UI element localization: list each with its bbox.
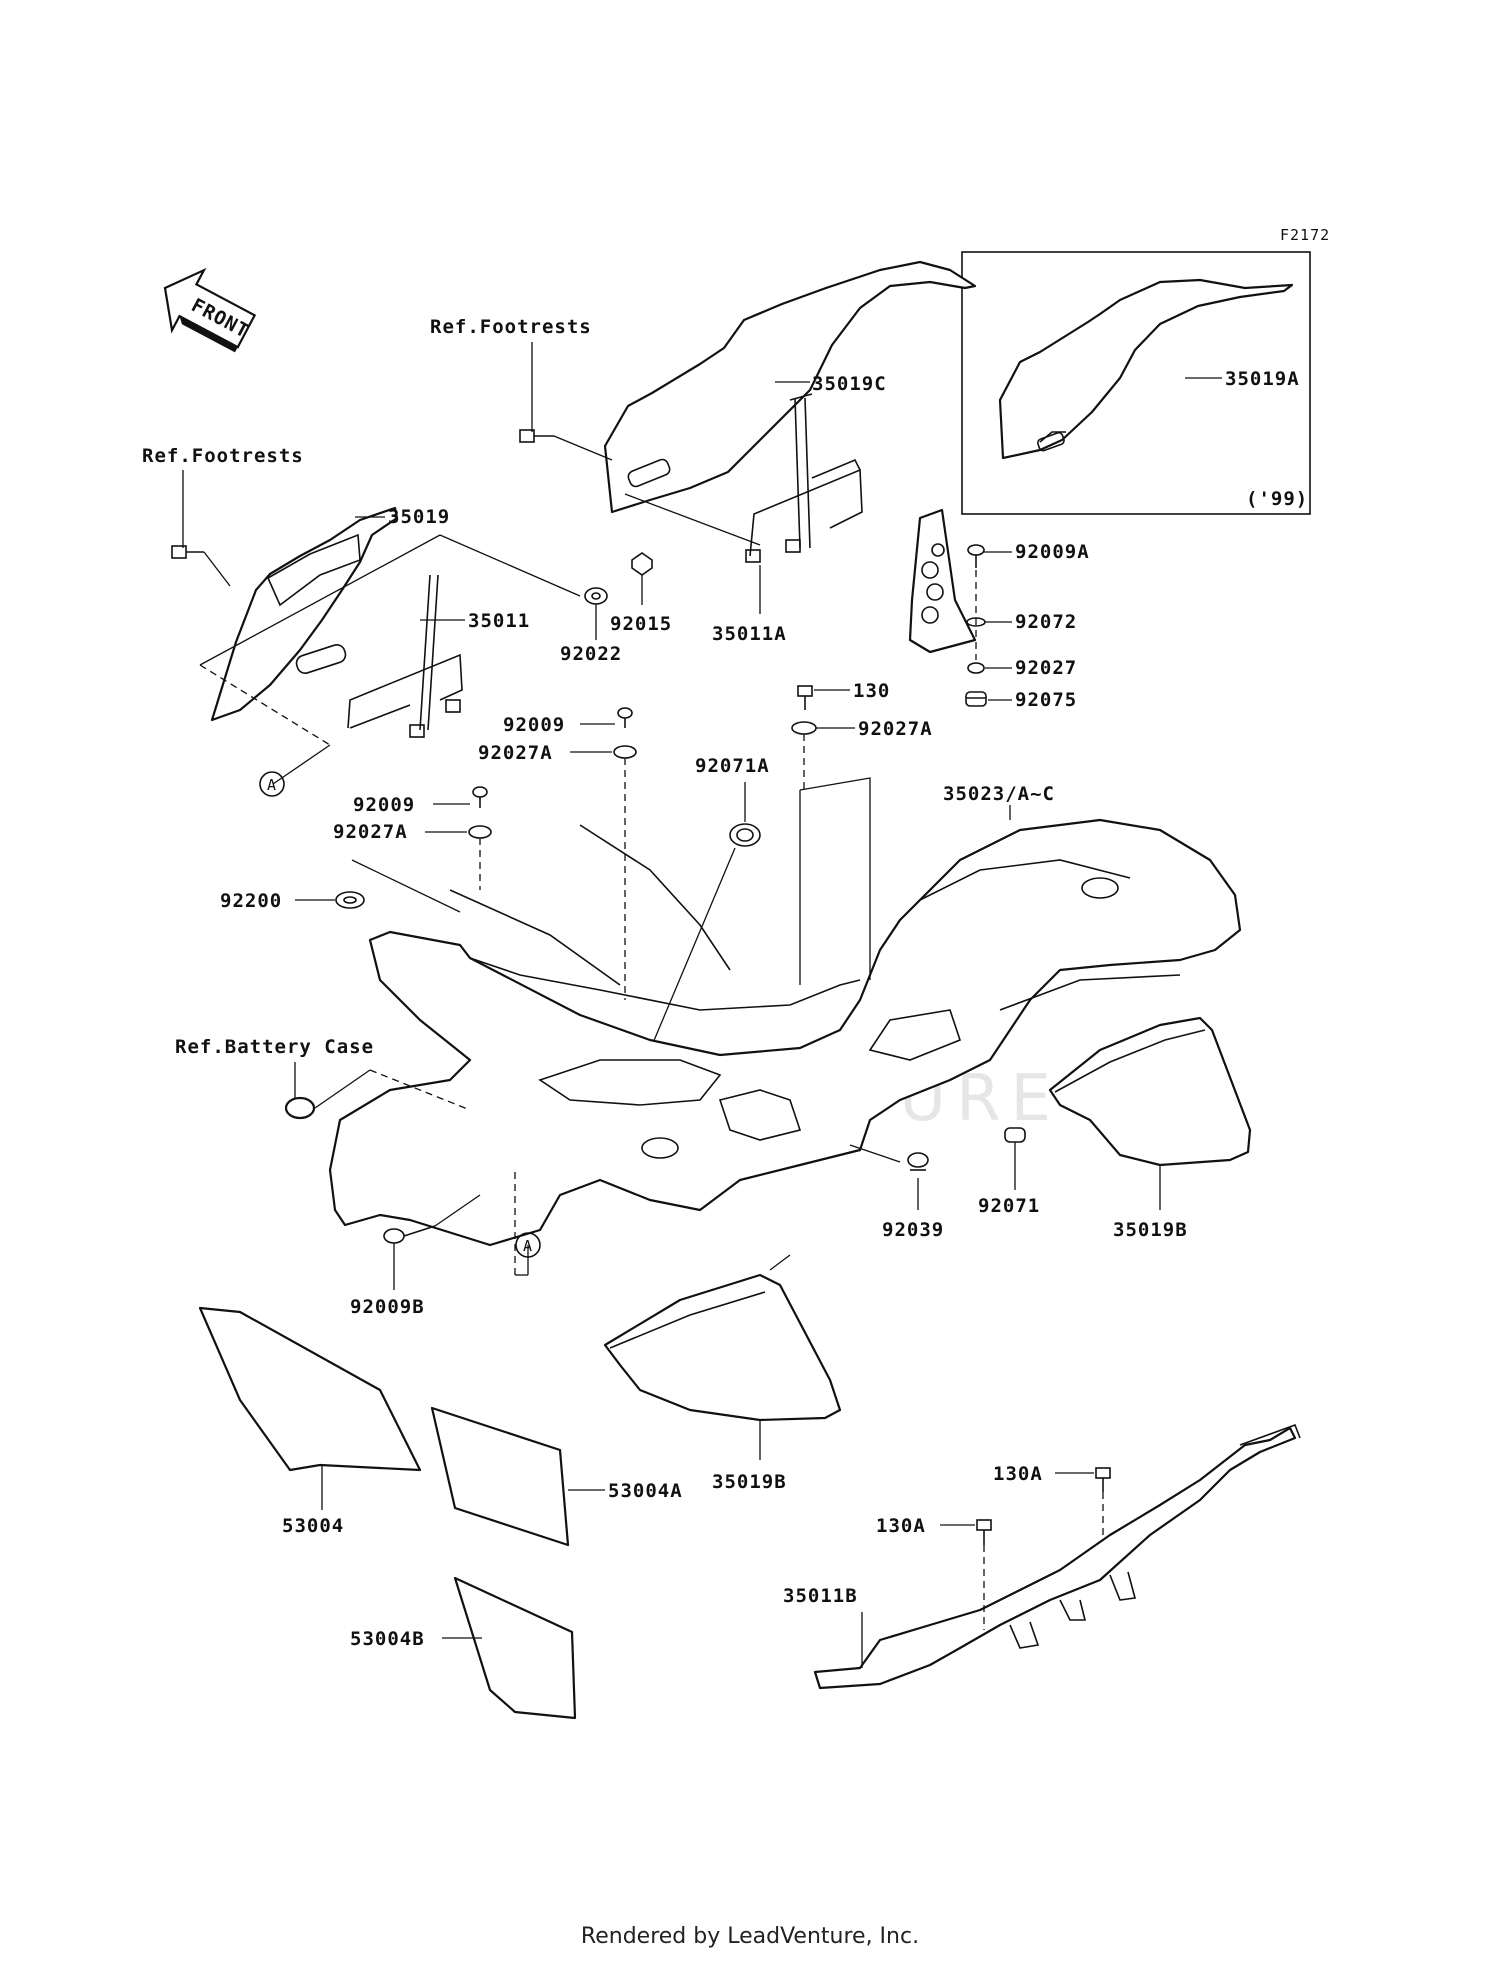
part-92009B: 92009B: [350, 1194, 481, 1318]
part-35019: 35019 Ref.Footrests: [142, 445, 581, 722]
part-92072: 92072: [966, 570, 1077, 660]
part-92075: 92075: [965, 689, 1077, 711]
inset-year-label: ('99): [1246, 488, 1308, 510]
bolt-icon: [519, 429, 554, 443]
label-92027: 92027: [1015, 657, 1077, 679]
label-130A-2: 130A: [876, 1515, 926, 1537]
label-92075: 92075: [1015, 689, 1077, 711]
label-35011: 35011: [468, 610, 530, 632]
label-92015: 92015: [610, 613, 672, 635]
label-35019B-2: 35019B: [712, 1471, 787, 1493]
label-92071: 92071: [978, 1195, 1040, 1217]
label-92027A-3: 92027A: [333, 821, 408, 843]
part-35011: 35011: [347, 574, 530, 738]
ref-a-lower: A: [514, 1172, 541, 1276]
label-53004A: 53004A: [608, 1480, 683, 1502]
svg-text:A: A: [523, 1237, 533, 1255]
ref-a-upper: A: [199, 664, 331, 797]
part-92027A-left: 92027A: [333, 821, 492, 890]
part-130A-upper: 130A: [993, 1463, 1111, 1540]
label-92009A: 92009A: [1015, 541, 1090, 563]
label-92009-1: 92009: [503, 714, 565, 736]
part-92200: 92200: [220, 859, 461, 913]
label-35011B: 35011B: [783, 1585, 858, 1607]
part-92009-left: 92009: [353, 786, 488, 816]
part-130A-lower: 130A: [876, 1515, 992, 1630]
part-92027A-upper-right: 92027A: [791, 718, 933, 790]
label-92039: 92039: [882, 1219, 944, 1241]
ref-battery-case: Ref.Battery Case: [175, 1036, 471, 1120]
label-92009B: 92009B: [350, 1296, 425, 1318]
part-53004B: 53004B: [350, 1576, 577, 1720]
front-arrow-icon: FRONT: [163, 267, 257, 353]
footer-credit: Rendered by LeadVenture, Inc.: [580, 1924, 920, 1949]
bolt-icon: [171, 545, 204, 559]
label-92200: 92200: [220, 890, 282, 912]
label-92009-2: 92009: [353, 794, 415, 816]
part-92071: 92071: [978, 1127, 1040, 1217]
part-35019B-front: 35019B: [603, 1254, 842, 1493]
label-35023: 35023/A~C: [943, 783, 1055, 805]
part-92009-center: 92009: [503, 707, 633, 736]
label-35019: 35019: [388, 506, 450, 528]
label-130A-1: 130A: [993, 1463, 1043, 1485]
part-53004A: 53004A: [430, 1406, 683, 1547]
label-92072: 92072: [1015, 611, 1077, 633]
label-53004B: 53004B: [350, 1628, 425, 1650]
inset-1999-variant: 35019A ('99): [961, 251, 1311, 515]
label-53004: 53004: [282, 1515, 344, 1537]
part-92009A: 92009A: [967, 541, 1090, 568]
label-130: 130: [853, 680, 890, 702]
part-35011A: 35011A: [624, 393, 863, 645]
label-35019A: 35019A: [1225, 368, 1300, 390]
part-35023-main-body: 35023/A~C: [328, 783, 1242, 1247]
part-92071A: 92071A: [649, 755, 770, 1051]
label-92071A: 92071A: [695, 755, 770, 777]
part-92039: 92039: [849, 1144, 944, 1241]
part-35019C: 35019C Ref.Footrests: [430, 260, 977, 514]
part-35019B-right: 35019B: [1048, 1016, 1252, 1241]
label-35011A: 35011A: [712, 623, 787, 645]
part-53004: 53004: [198, 1306, 422, 1537]
label-92027A-1: 92027A: [858, 718, 933, 740]
label-92022: 92022: [560, 643, 622, 665]
ref-battery-case-label: Ref.Battery Case: [175, 1036, 374, 1058]
label-35019C: 35019C: [812, 373, 887, 395]
part-35011B: 35011B: [783, 1423, 1301, 1690]
ref-footrests-lower: Ref.Footrests: [142, 445, 304, 467]
svg-text:A: A: [267, 776, 277, 794]
ref-footrests-upper: Ref.Footrests: [430, 316, 592, 338]
part-92015: 92015: [610, 552, 672, 635]
figure-code: F2172: [1280, 226, 1330, 244]
label-92027A-2: 92027A: [478, 742, 553, 764]
label-35019B-1: 35019B: [1113, 1219, 1188, 1241]
part-92022: 92022: [560, 587, 622, 665]
part-92027A-center: 92027A: [478, 742, 637, 1000]
part-92027: 92027: [967, 657, 1077, 679]
part-130: 130: [797, 680, 890, 710]
part-plate-bracket: [908, 508, 977, 654]
